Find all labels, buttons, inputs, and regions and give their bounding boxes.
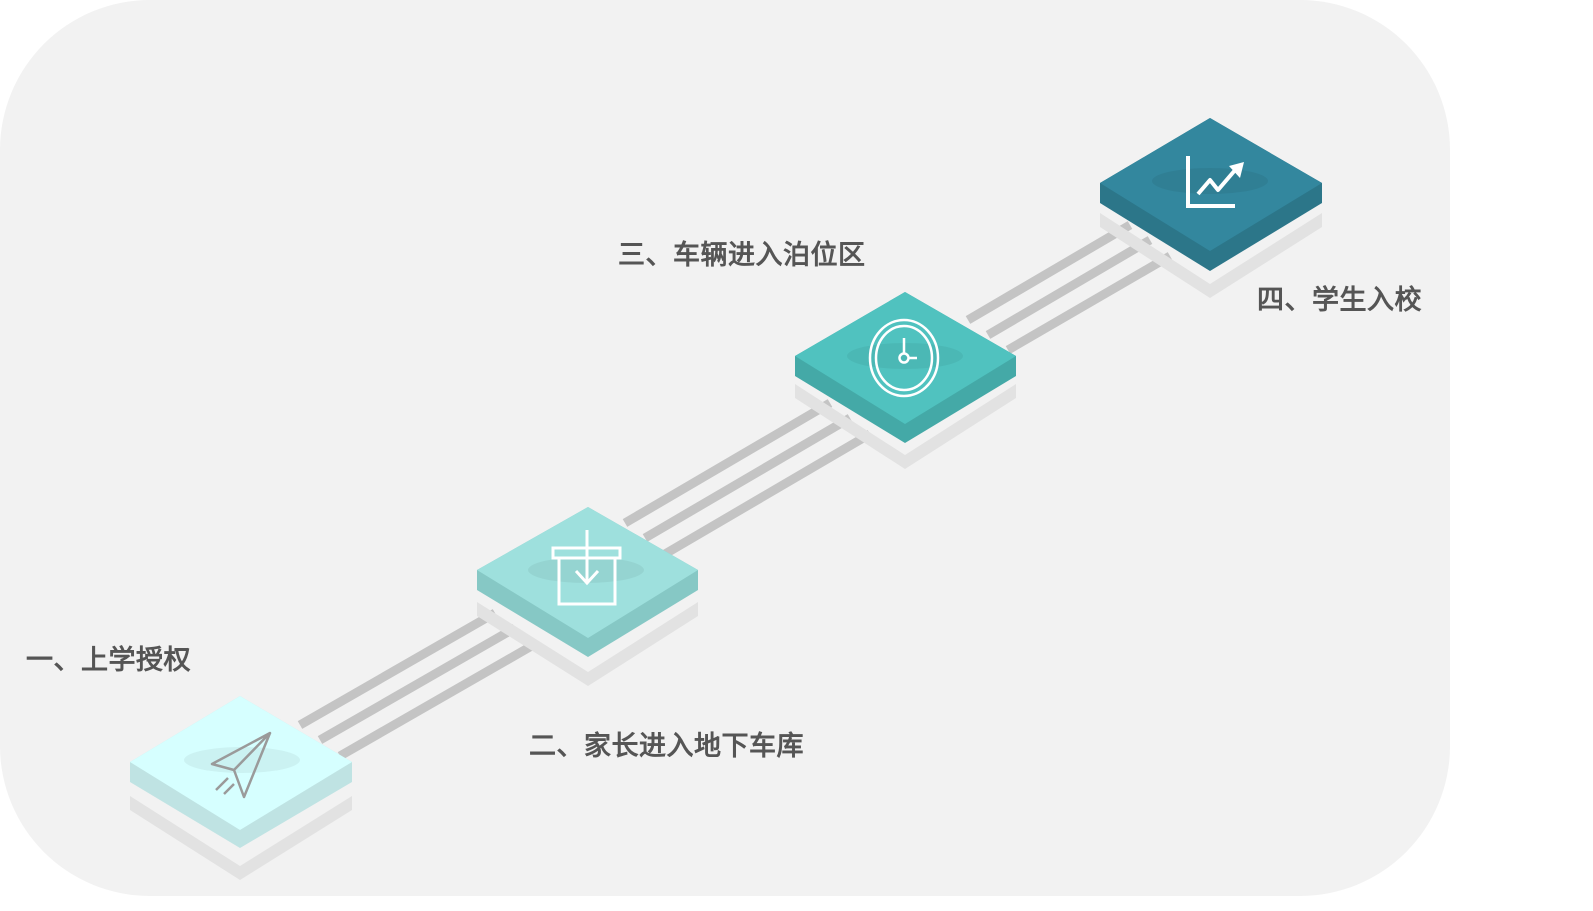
step-label-1: 一、上学授权 [26,645,191,676]
step-node-3-top [795,292,1016,424]
box-arrow-down-icon [551,530,622,606]
step-label-2: 二、家长进入地下车库 [529,731,804,762]
step-label-4: 四、学生入校 [1257,285,1422,316]
paper-plane-icon [210,731,272,799]
step-node-4 [1100,118,1322,298]
step-node-4-top [1100,118,1322,251]
step-node-1 [130,696,352,880]
track-segment-1-2 [297,609,538,760]
line-chart-icon [1186,156,1244,208]
step-node-2 [477,507,698,686]
clock-icon [868,318,940,398]
track-segment-2-3 [622,399,873,558]
step-node-3 [795,292,1016,469]
track-segment-3-4 [965,221,1173,354]
step-label-3: 三、车辆进入泊位区 [618,240,866,271]
